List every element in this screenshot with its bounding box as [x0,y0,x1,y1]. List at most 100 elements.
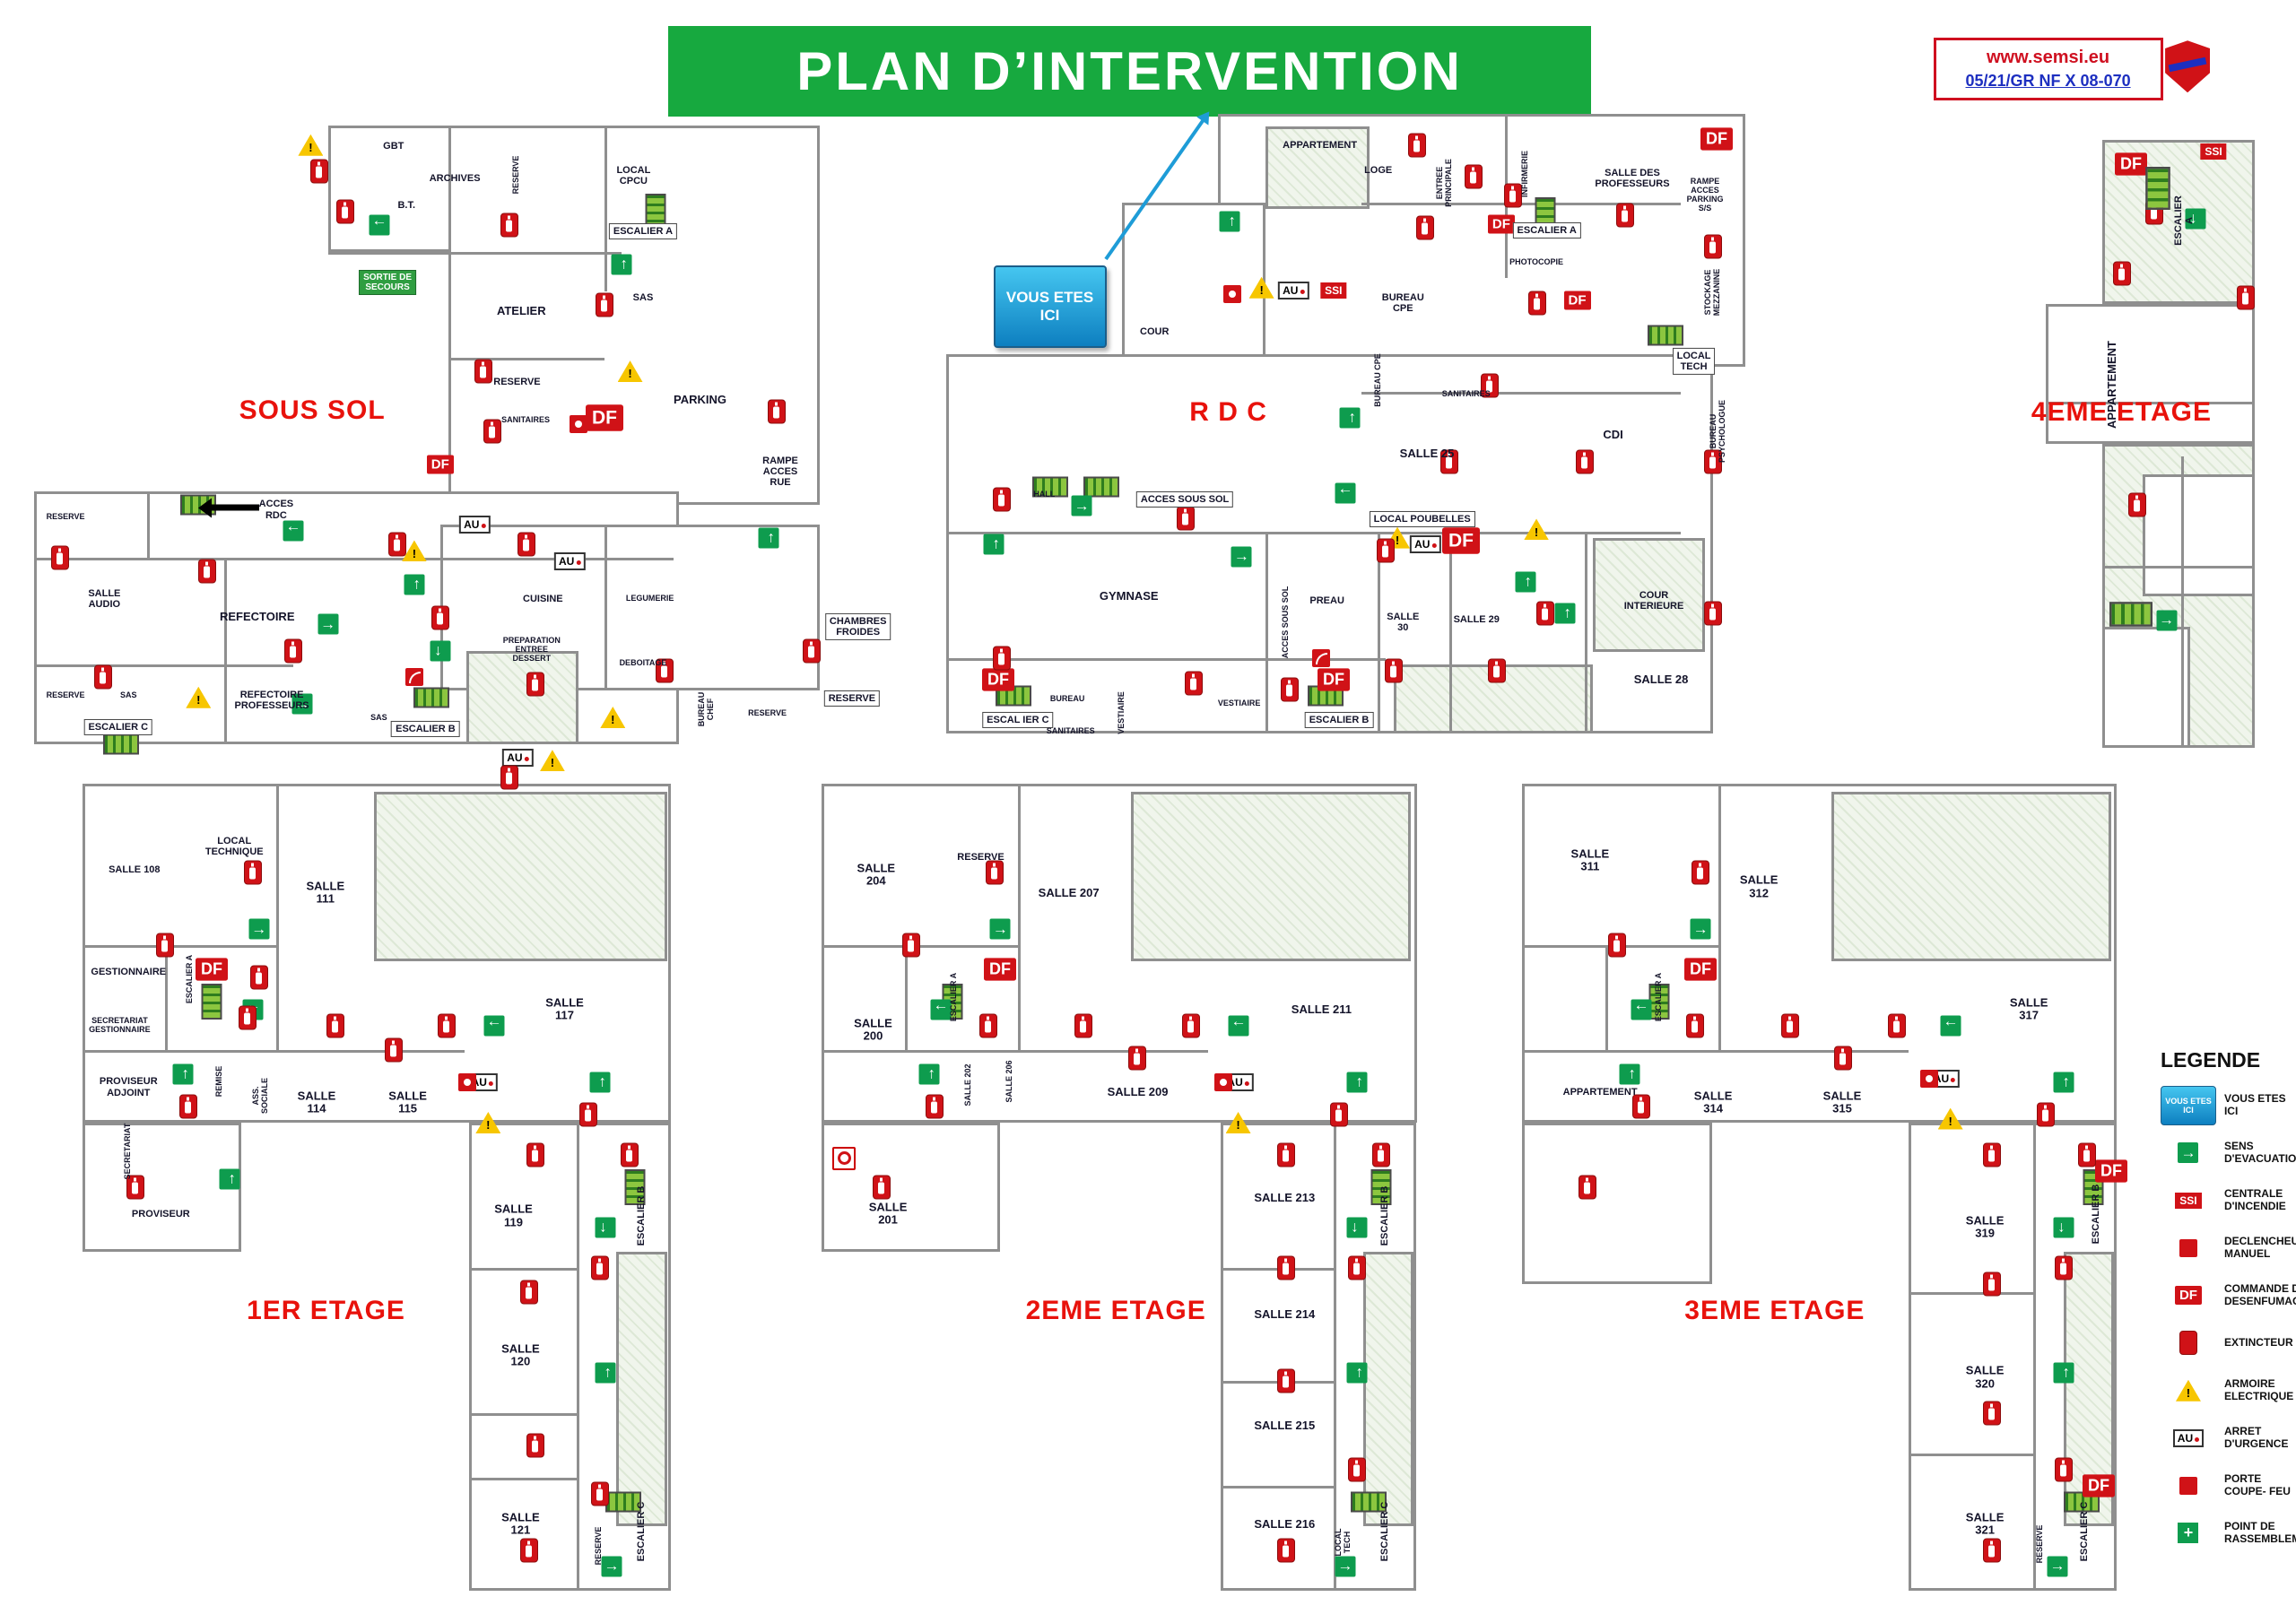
room-label: CDI [1603,427,1623,441]
extinguisher-icon [656,658,674,683]
room-label: ESCALIER A [2173,195,2196,246]
warning-mark: ! [1395,533,1400,547]
extinguisher-icon [578,1102,597,1127]
extinguisher-icon [1983,1538,2002,1563]
interior-wall [1265,531,1269,734]
interior-wall [164,945,168,1051]
evacuation-arrow-icon: → [1619,1063,1640,1085]
room-label: VESTIAIRE [1217,699,1261,708]
extinguisher-icon [985,860,1004,885]
manual-call-point-icon [1222,284,1241,303]
legend-item: !ARMOIRE ELECTRIQUE [2161,1367,2293,1414]
extinguisher-icon [872,1175,891,1200]
smoke-extraction-command-icon: DF [1684,958,1718,981]
access-direction-arrow [209,504,259,511]
evacuation-arrow-icon: → [283,520,304,542]
you-are-here-text: VOUS ETES [1005,288,1094,306]
extinguisher-icon [1348,1255,1367,1280]
extinguisher-icon [2054,1457,2073,1482]
extinguisher-icon [310,159,329,184]
room-label: RESERVE [46,511,85,521]
evacuation-arrow-icon: → [317,613,339,635]
stairs-icon [2109,602,2153,627]
room-label: SALLE 201 [868,1200,908,1227]
interior-wall [2180,456,2184,749]
extinguisher-icon [1280,677,1299,702]
evacuation-arrow-icon: → [595,1362,616,1384]
room-label: PREAU [1309,595,1344,606]
smoke-extraction-command-icon: DF [2174,1286,2202,1306]
interior-wall [2101,565,2255,568]
you-are-here-text: ICI [2183,1105,2194,1115]
evacuation-arrow-icon: → [1690,918,1711,940]
room-label: SALLE 117 [545,995,584,1023]
extinguisher-icon [1376,538,1395,563]
smoke-extraction-command-icon: DF [984,958,1017,981]
warning-mark: ! [1236,1118,1240,1133]
room-label: SECRETARIAT GESTIONNAIRE [89,1016,151,1035]
interior-wall [604,524,607,691]
room-label: ESCALIER B [1304,711,1374,728]
stairs-icon [1647,325,1683,346]
room-label: SANITAIRES [1441,389,1491,399]
extinguisher-icon [520,1280,539,1305]
legend-item: PORTE COUPE- FEU [2161,1462,2292,1509]
evacuation-arrow-icon: → [1071,495,1092,516]
room-label: ACCES RDC [258,499,294,521]
manual-call-point-icon [458,1073,477,1092]
room-label: HALL [1033,489,1056,499]
legend-item-label: VOUS ETES ICI [2223,1092,2286,1117]
interior-wall [1605,945,1609,1051]
extinguisher-icon [284,638,303,664]
room-label: BUREAU CPE [1372,353,1382,407]
evacuation-arrow-icon: → [1231,546,1252,568]
room-label: LOCAL TECH [1672,347,1716,375]
warning-mark: ! [196,692,201,707]
room-label: LOCAL TECH [1334,1528,1352,1557]
building-block [1121,202,1266,368]
interior-wall [224,557,228,744]
evacuation-arrow-icon: → [1554,603,1576,624]
interior-wall [1361,392,1682,395]
evacuation-arrow-icon: → [2047,1556,2068,1577]
extinguisher-icon [483,419,501,444]
evacuation-arrow-icon: → [483,1015,505,1037]
room-label: ESCALIER A [1653,972,1663,1021]
evacuation-arrow-icon: → [1631,999,1652,1020]
smoke-extraction-command-icon: DF [1487,214,1515,234]
room-label: SALLE 321 [1965,1510,2005,1538]
extinguisher-icon [1181,1013,1200,1038]
extinguisher-icon [1276,1255,1295,1280]
interior-wall [1522,1050,1909,1054]
evacuation-arrow-icon: → [983,534,1004,555]
room-label: RESERVE [957,852,1004,864]
warning-mark: ! [1259,282,1264,297]
extinguisher-icon [526,1433,544,1458]
reference-number: 05/21/GR NF X 08-070 [1965,71,2131,90]
room-label: SAS [120,690,137,700]
legend-item-label: COMMANDE DE DESENFUMAGE [2223,1282,2296,1307]
extinguisher-icon [335,199,354,224]
courtyard-area [616,1251,668,1526]
smoke-extraction-command-icon: DF [585,404,623,431]
interior-wall [470,1267,577,1271]
warning-mark: ! [550,756,555,770]
smoke-extraction-command-icon: DF [1442,527,1481,554]
extinguisher-icon [1488,658,1507,683]
extinguisher-icon [2078,1142,2097,1167]
room-label: ASS. SOCIALE [250,1078,269,1115]
extinguisher-icon [1439,449,1458,474]
evacuation-arrow-icon: → [1346,1217,1368,1238]
room-label: GYMNASE [1099,588,1159,603]
interior-wall [1448,531,1452,734]
extinguisher-icon [802,638,821,664]
room-label: SALLE 28 [1633,672,1689,686]
legend-icon-cell [2161,1331,2216,1356]
extinguisher-icon [1330,1102,1349,1127]
room-label: PREPARATION ENTREE DESSERT [502,636,561,663]
alarm-bell-icon [832,1146,856,1170]
extinguisher-icon [179,1094,198,1119]
interior-wall [2033,1123,2037,1591]
emergency-stop-icon: AU [2172,1428,2205,1447]
